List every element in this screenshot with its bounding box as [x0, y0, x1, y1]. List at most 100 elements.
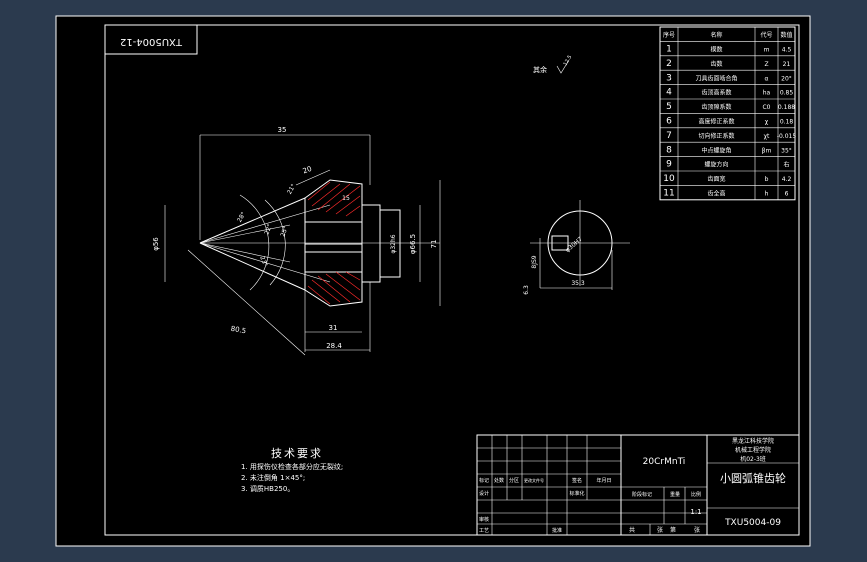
section-hatching [307, 181, 361, 305]
tb-label-stage: 阶段标记 [632, 491, 652, 498]
param-cell-5-0: 5 [666, 102, 672, 112]
tb-label-sheet2: 张 [694, 526, 700, 534]
tb-scale: 1:1 [690, 508, 701, 516]
dim-phi66: φ66.5 [409, 234, 417, 254]
param-cell-4-2: ha [763, 90, 771, 97]
dim-71: 71 [430, 240, 438, 249]
param-cell-9-1: 螺旋方向 [704, 161, 728, 169]
param-cell-1-0: 1 [666, 44, 672, 54]
end-view-key-tol: 8JS9 [531, 255, 538, 268]
param-cell-6-0: 6 [666, 116, 672, 126]
param-cell-7-0: 7 [666, 131, 672, 141]
tb-school-2: 机械工程学院 [735, 446, 771, 454]
param-cell-1-2: m [764, 46, 770, 53]
roughness-value: 12.5 [563, 54, 574, 67]
inner-frame [104, 24, 800, 536]
angle-28: 28° [236, 211, 247, 224]
param-cell-4-3: 0.85 [780, 90, 794, 97]
tb-label-weight: 重量 [670, 491, 680, 498]
rotated-code-text: TXU5004-12 [120, 36, 183, 47]
tb-school-1: 黑龙江科技学院 [732, 437, 774, 445]
param-cell-10-3: 4.2 [782, 176, 792, 183]
param-cell-11-1: 齿全高 [707, 189, 725, 197]
param-cell-3-1: 刀具齿面啮合角 [695, 74, 737, 82]
param-cell-10-0: 10 [663, 174, 675, 184]
tech-req-line-3: 3. 调质HB250。 [241, 484, 294, 493]
roughness-label: 其余 [533, 65, 547, 74]
tb-material: 20CrMnTi [643, 457, 686, 467]
gear-section-view: 35 φ56 φ66.5 71 φ32h6 31 28.4 80.5 20 15… [152, 126, 441, 356]
param-header-2: 代号 [760, 31, 772, 39]
tb-part-name: 小圆弧锥齿轮 [720, 471, 786, 485]
param-cell-8-0: 8 [666, 145, 672, 155]
param-cell-5-1: 齿顶隙系数 [701, 103, 731, 111]
dim-phi56: φ56 [152, 237, 160, 251]
param-cell-8-1: 中点螺旋角 [701, 146, 731, 154]
dim-20: 20 [302, 165, 313, 176]
drawing-sheet [55, 15, 811, 547]
param-cell-7-1: 切向修正系数 [698, 132, 734, 140]
param-header-1: 名称 [710, 31, 722, 39]
param-cell-4-1: 齿顶高系数 [701, 89, 731, 97]
param-cell-7-3: -0.015 [777, 133, 797, 140]
param-cell-3-3: 20° [781, 75, 792, 82]
tb-label-change: 更改文件号 [524, 477, 544, 483]
tb-label-ratio: 比例 [691, 491, 701, 498]
tech-req-title: 技术要求 [271, 447, 323, 460]
tb-label-count: 处数 [494, 477, 504, 484]
tb-label-zone: 分区 [509, 477, 519, 484]
angle-25: 25° [279, 225, 289, 237]
end-view-key-width: 35.3 [571, 280, 585, 287]
tb-label-sheet: 张 [657, 526, 663, 534]
param-cell-10-2: b [765, 176, 769, 183]
rotated-code-box: TXU5004-12 [104, 24, 198, 55]
tb-label-craft: 工艺 [479, 528, 489, 534]
tech-req-line-2: 2. 未注倒角 1×45°; [241, 473, 305, 482]
param-cell-2-1: 齿数 [710, 60, 722, 68]
param-header-3: 数值 [780, 31, 792, 39]
title-block: 标记 处数 分区 更改文件号 签名 年月日 设计 标准化 审核 工艺 批准 20… [476, 434, 800, 536]
param-cell-10-1: 齿面宽 [707, 175, 725, 183]
param-cell-4-0: 4 [666, 88, 672, 98]
param-cell-11-0: 11 [663, 188, 674, 198]
tb-label-sign: 签名 [572, 477, 582, 484]
dim-35: 35 [278, 126, 287, 134]
tb-label-no: 第 [670, 526, 676, 534]
param-cell-8-2: βm [762, 147, 772, 154]
tb-label-approve: 批准 [552, 527, 562, 534]
param-cell-6-1: 高度修正系数 [698, 117, 734, 125]
param-cell-11-3: 6 [785, 190, 789, 197]
param-cell-9-3: 右 [783, 161, 789, 169]
param-cell-1-3: 4.5 [782, 46, 792, 53]
param-cell-5-3: 0.188 [778, 104, 795, 111]
param-cell-3-2: α [765, 75, 769, 82]
param-cell-9-0: 9 [666, 160, 672, 170]
param-header-0: 序号 [663, 31, 675, 39]
param-cell-6-3: 0.18 [780, 118, 794, 125]
tb-label-total: 共 [629, 526, 635, 534]
tb-drawing-no: TXU5004-09 [724, 518, 781, 528]
tb-school-3: 机02-3班 [740, 455, 766, 463]
param-cell-7-2: χt [764, 133, 770, 140]
dim-80-5: 80.5 [230, 325, 247, 336]
param-cell-11-2: h [765, 190, 769, 197]
param-cell-2-3: 21 [783, 61, 791, 68]
tb-label-date: 年月日 [596, 477, 611, 484]
param-cell-5-2: C0 [762, 104, 770, 111]
tb-label-mark: 标记 [479, 477, 489, 484]
dim-phi32: φ32h6 [390, 234, 397, 253]
tb-label-design: 设计 [479, 490, 489, 497]
param-cell-2-0: 2 [666, 59, 672, 69]
dim-28-4: 28.4 [326, 342, 342, 350]
tech-req-line-1: 1. 用探伤仪检查各部分应无裂纹; [241, 462, 343, 471]
tb-label-standard: 标准化 [569, 490, 584, 497]
param-cell-6-2: χ [765, 118, 769, 125]
param-cell-8-3: 35° [781, 147, 792, 154]
tech-requirements: 技术要求 1. 用探伤仪检查各部分应无裂纹; 2. 未注倒角 1×45°; 3.… [241, 447, 343, 493]
tb-label-review: 审核 [479, 516, 489, 523]
param-cell-2-2: Z [764, 61, 768, 68]
angle-23: 23° [258, 255, 268, 267]
end-view-sf: 6.3 [523, 285, 530, 295]
